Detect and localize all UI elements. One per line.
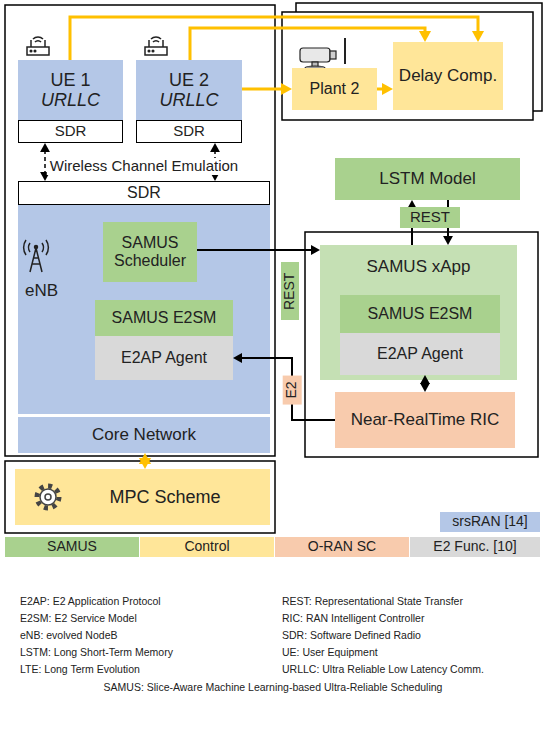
process-box: E2AP Agent bbox=[340, 333, 500, 375]
connector-line bbox=[190, 28, 425, 60]
region-bg bbox=[320, 245, 517, 380]
node-text: URLLC bbox=[41, 90, 100, 110]
glossary-entry: eNB: evolved NodeB bbox=[20, 630, 117, 642]
glossary-entry: REST: Representational State Transfer bbox=[282, 596, 463, 608]
process-box: SDR bbox=[18, 181, 270, 205]
arrowhead bbox=[40, 143, 50, 152]
frame bbox=[305, 232, 538, 457]
legend-text: srsRAN [14] bbox=[452, 514, 527, 530]
node-text: SDR bbox=[127, 184, 161, 202]
arrowhead bbox=[420, 383, 430, 392]
process-box: MPC Scheme bbox=[15, 469, 270, 525]
process-box: Core Network bbox=[18, 417, 270, 453]
arrowhead bbox=[210, 143, 220, 152]
connector bbox=[197, 245, 320, 255]
camera-icon bbox=[300, 38, 345, 70]
node-text: Core Network bbox=[92, 425, 196, 444]
connector bbox=[139, 453, 151, 469]
glossary-entry: E2AP: E2 Application Protocol bbox=[20, 596, 161, 608]
legend-swatch: SAMUS bbox=[5, 537, 139, 557]
connector-line bbox=[242, 88, 283, 91]
process-box: UE 2URLLC bbox=[136, 60, 242, 120]
node-text: Near-RealTime RIC bbox=[351, 410, 500, 429]
connector bbox=[377, 83, 393, 95]
connector-line bbox=[197, 249, 313, 251]
arrowhead bbox=[419, 31, 431, 42]
node-text: UE 1 bbox=[50, 70, 90, 90]
process-box: Plant 2 bbox=[292, 68, 377, 110]
node-text: SAMUS E2SM bbox=[112, 309, 217, 327]
annotation: Wireless Channel Emulation bbox=[47, 158, 241, 175]
node-text: URLLC bbox=[159, 90, 218, 110]
glossary-entry: RIC: RAN Intelligent Controller bbox=[282, 613, 424, 625]
edge-label: E2 bbox=[282, 375, 301, 404]
legend-text: SAMUS bbox=[47, 539, 97, 555]
node-text: SDR bbox=[55, 123, 87, 140]
connector bbox=[420, 375, 430, 392]
connector bbox=[233, 353, 335, 420]
glossary-entry: SDR: Software Defined Radio bbox=[282, 630, 421, 642]
arrowhead bbox=[382, 83, 393, 95]
arrowhead bbox=[420, 375, 430, 384]
process-box: Near-RealTime RIC bbox=[335, 392, 515, 448]
process-box: UE 1URLLC bbox=[18, 60, 123, 120]
node-text: Delay Comp. bbox=[399, 66, 497, 85]
glossary-entry: LSTM: Long Short-Term Memory bbox=[20, 647, 173, 659]
annotation: REST bbox=[281, 262, 299, 320]
process-box: E2AP Agent bbox=[95, 336, 233, 380]
process-box: SAMUS E2SM bbox=[340, 295, 500, 333]
router-icon bbox=[27, 37, 49, 55]
node-text: SAMUS E2SM bbox=[368, 305, 473, 323]
process-box: SAMUS Scheduler bbox=[103, 222, 197, 282]
process-box: SAMUS E2SM bbox=[95, 300, 233, 336]
legend-swatch: O-RAN SC bbox=[275, 537, 409, 557]
region-bg bbox=[15, 469, 270, 525]
frame bbox=[5, 461, 275, 533]
arrowhead bbox=[472, 31, 484, 42]
process-box: SDR bbox=[18, 120, 123, 143]
process-box: LSTM Model bbox=[335, 158, 520, 200]
region-box: eNB SAMUS SchedulerSAMUS E2SM E2AP Agent bbox=[18, 205, 270, 414]
connector-line bbox=[240, 358, 335, 420]
legend-text: Control bbox=[184, 539, 229, 555]
region-bg bbox=[18, 205, 270, 414]
glossary-entry: LTE: Long Term Evolution bbox=[20, 664, 140, 676]
legend-swatch: E2 Func. [10] bbox=[410, 537, 540, 557]
gear-icon bbox=[37, 486, 59, 508]
legend-text: O-RAN SC bbox=[308, 539, 376, 555]
node-text: E2AP Agent bbox=[121, 349, 207, 367]
process-box: SDR bbox=[136, 120, 242, 143]
connector bbox=[242, 83, 292, 95]
glossary-entry: SAMUS: Slice-Aware Machine Learning-base… bbox=[104, 682, 443, 694]
node-text: SAMUS xApp bbox=[367, 257, 471, 276]
process-box: Delay Comp. bbox=[393, 42, 503, 110]
arrowhead bbox=[281, 83, 292, 95]
region-box: SAMUS xAppSAMUS E2SM E2AP Agent bbox=[320, 245, 517, 380]
glossary-entry: UE: User Equipment bbox=[282, 647, 378, 659]
router-icon bbox=[145, 37, 167, 55]
legend-swatch: Control bbox=[140, 537, 274, 557]
node-text: LSTM Model bbox=[379, 169, 475, 188]
arrowhead bbox=[139, 453, 151, 464]
node-text: E2AP Agent bbox=[377, 345, 463, 363]
node-text: SAMUS Scheduler bbox=[103, 234, 197, 270]
arrowhead bbox=[443, 236, 453, 245]
node-text: eNB bbox=[25, 281, 58, 300]
legend-text: E2 Func. [10] bbox=[433, 539, 516, 555]
arrowhead bbox=[233, 353, 242, 363]
arrowhead bbox=[311, 245, 320, 255]
node-text: MPC Scheme bbox=[109, 487, 220, 507]
node-text: SDR bbox=[173, 123, 205, 140]
annotation: REST bbox=[400, 207, 460, 228]
frame bbox=[5, 5, 275, 456]
glossary-entry: E2SM: E2 Service Model bbox=[20, 613, 137, 625]
tower-icon bbox=[24, 240, 49, 272]
legend-swatch: srsRAN [14] bbox=[440, 512, 540, 532]
glossary-entry: URLLC: Ultra Reliable Low Latency Comm. bbox=[282, 664, 484, 676]
node-text: Plant 2 bbox=[310, 80, 360, 98]
connector-line bbox=[44, 150, 46, 174]
node-text: UE 2 bbox=[169, 70, 209, 90]
